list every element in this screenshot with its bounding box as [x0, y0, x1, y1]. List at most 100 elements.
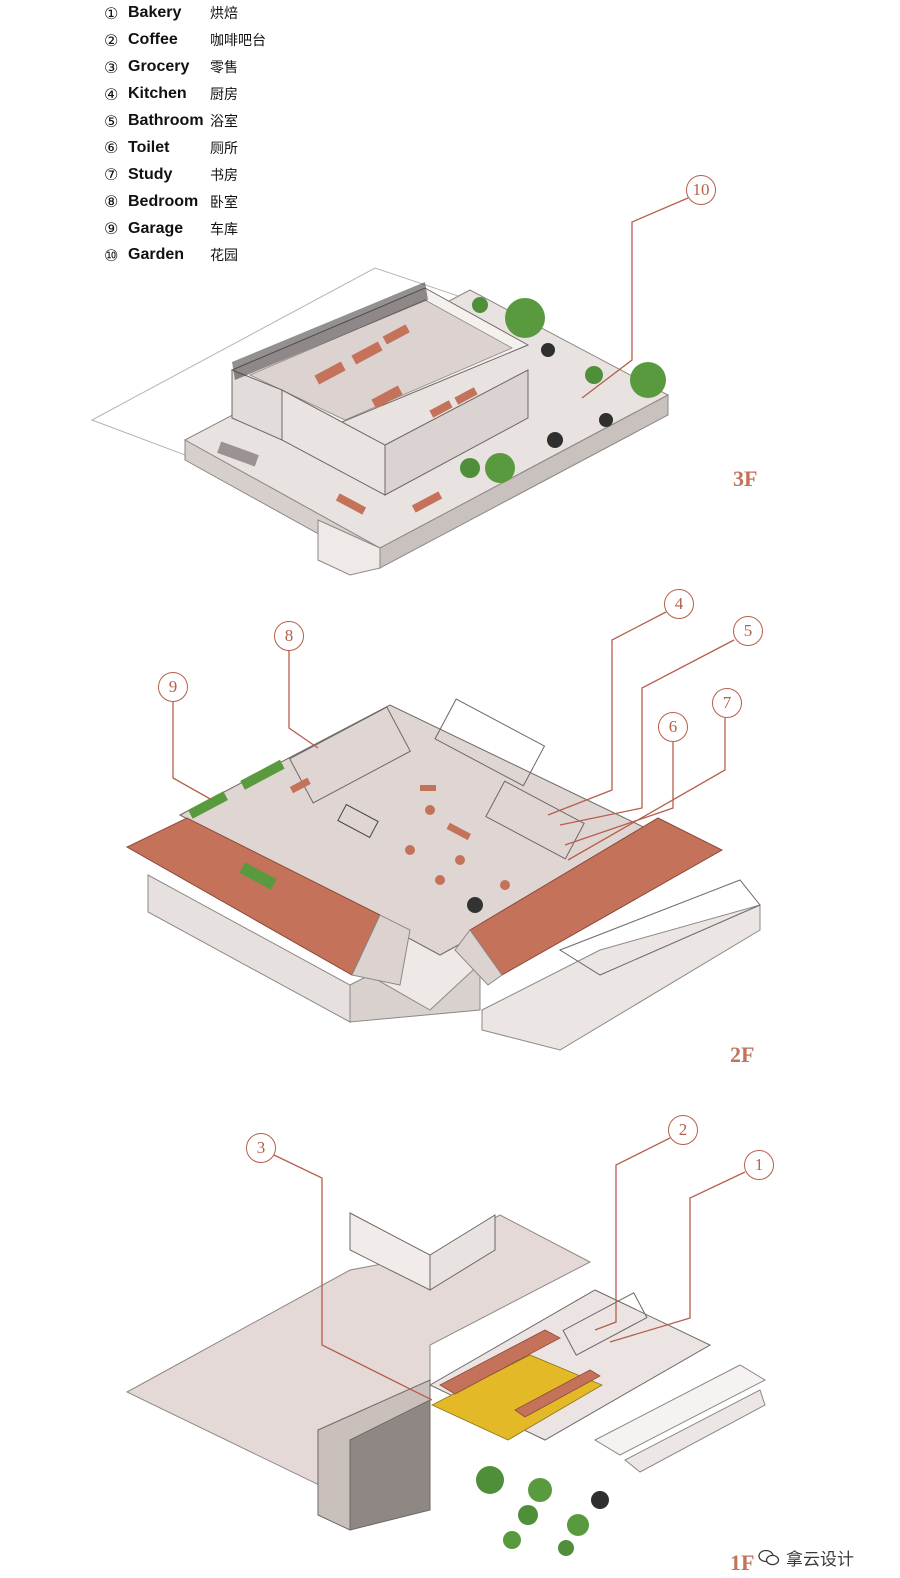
- legend-number: ⑨: [104, 219, 119, 239]
- legend-number: ⑧: [104, 192, 119, 212]
- legend-item-grocery: ③ Grocery 零售: [104, 54, 324, 81]
- legend-label-cn: 卧室: [210, 194, 238, 211]
- louvered-wall: [232, 282, 428, 380]
- legend-label-cn: 烘焙: [210, 6, 238, 23]
- floor-label-2f: 2F: [730, 1042, 755, 1067]
- garden-tree: [591, 1491, 609, 1509]
- round-table: [435, 875, 445, 885]
- callout-2: 2: [668, 1115, 698, 1145]
- leader-line-10: [581, 197, 689, 399]
- legend-number: ②: [104, 30, 119, 50]
- leader-lines: [172, 197, 746, 1401]
- legend-label-cn: 厨房: [210, 87, 238, 104]
- callout-4: 4: [664, 589, 694, 619]
- dining-table: [382, 324, 410, 345]
- leader-line-1: [609, 1171, 746, 1343]
- legend-item-bathroom: ⑤ Bathroom 浴室: [104, 108, 324, 135]
- gable-right: [454, 929, 503, 986]
- stair-terrace: [481, 904, 761, 1051]
- legend-number: ④: [104, 84, 119, 104]
- legend-label-en: Bakery: [128, 4, 182, 22]
- legend-label-en: Kitchen: [128, 85, 187, 103]
- legend-label-cn: 车库: [210, 221, 238, 238]
- legend-label-en: Toilet: [128, 138, 170, 156]
- shrub: [472, 297, 488, 313]
- shrub: [599, 413, 613, 427]
- callout-6: 6: [658, 712, 688, 742]
- outdoor-bench: [411, 491, 443, 513]
- counter: [439, 1329, 561, 1395]
- garden-tree: [528, 1478, 552, 1502]
- umbrella-row: [624, 1389, 766, 1473]
- floor-label-1f: 1F: [730, 1550, 755, 1575]
- garden-tree: [567, 1514, 589, 1536]
- leader-line-9: [172, 702, 213, 801]
- dining-table: [314, 361, 346, 385]
- palm-tree: [630, 362, 666, 398]
- dining-table: [429, 400, 453, 418]
- legend-label-cn: 书房: [210, 167, 238, 184]
- room-partition: [289, 706, 411, 804]
- shrub: [541, 343, 555, 357]
- shrub: [547, 432, 563, 448]
- legend-label-cn: 浴室: [210, 114, 238, 130]
- garden-tree: [558, 1540, 574, 1556]
- leader-line-8: [288, 651, 319, 749]
- leader-line-4: [547, 611, 667, 816]
- planter: [240, 759, 285, 790]
- legend-number: ⑤: [104, 111, 119, 131]
- legend: ① Bakery 烘焙 ② Coffee 咖啡吧台 ③ Grocery 零售 ④…: [104, 0, 324, 269]
- palm-tree: [505, 298, 545, 338]
- palm-tree: [485, 453, 515, 483]
- wechat-icon: [758, 1549, 780, 1565]
- callout-3: 3: [246, 1133, 276, 1163]
- legend-number: ⑦: [104, 165, 119, 185]
- round-table: [405, 845, 415, 855]
- round-table: [500, 880, 510, 890]
- planter: [187, 791, 229, 819]
- planter: [239, 862, 277, 890]
- legend-label-en: Bedroom: [128, 192, 199, 210]
- watermark-text: 拿云设计: [786, 1550, 854, 1570]
- legend-number: ⑩: [104, 245, 119, 265]
- round-table: [425, 805, 435, 815]
- fireplace: [467, 897, 483, 913]
- legend-label-en: Garden: [128, 246, 185, 264]
- dining-table: [454, 387, 478, 405]
- callout-1: 1: [744, 1150, 774, 1180]
- legend-label-en: Grocery: [128, 58, 190, 76]
- legend-item-garage: ⑨ Garage 车库: [104, 215, 324, 242]
- watermark: 拿云设计: [758, 1545, 854, 1570]
- terrace-railing: [558, 879, 761, 976]
- legend-item-bakery: ① Bakery 烘焙: [104, 0, 324, 27]
- legend-number: ①: [104, 3, 119, 23]
- back-wall-right: [429, 1214, 496, 1291]
- floor-1f-drawing: [125, 1212, 767, 1556]
- legend-label-cn: 零售: [210, 60, 238, 77]
- dark-plinth: [349, 1399, 431, 1531]
- legend-label-en: Bathroom: [128, 112, 204, 129]
- leader-line-7: [567, 718, 726, 861]
- legend-number: ⑥: [104, 138, 119, 158]
- leader-line-2: [594, 1137, 671, 1331]
- floor-3f-drawing: [90, 267, 670, 576]
- garden-tree: [518, 1505, 538, 1525]
- callout-9: 9: [158, 672, 188, 702]
- legend-item-study: ⑦ Study 书房: [104, 161, 324, 188]
- round-table: [455, 855, 465, 865]
- legend-item-toilet: ⑥ Toilet 厕所: [104, 134, 324, 161]
- room-partition: [434, 698, 546, 787]
- legend-label-en: Coffee: [128, 31, 178, 49]
- callout-8: 8: [274, 621, 304, 651]
- counter: [514, 1369, 601, 1418]
- legend-label-cn: 花园: [210, 248, 238, 265]
- outdoor-bench: [335, 493, 367, 515]
- callout-7: 7: [712, 688, 742, 718]
- outdoor-table: [217, 441, 259, 467]
- floor-label-3f: 3F: [733, 466, 758, 491]
- garden-tree: [476, 1466, 504, 1494]
- pavilion-right-wall: [384, 369, 529, 496]
- shrub: [460, 458, 480, 478]
- table: [446, 822, 472, 841]
